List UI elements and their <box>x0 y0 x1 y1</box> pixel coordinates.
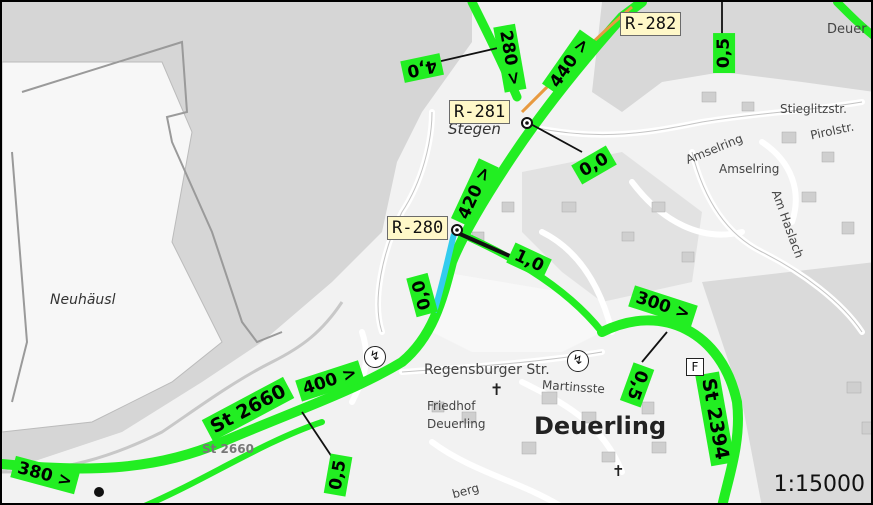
map-scale: 1:15000 <box>773 472 865 497</box>
street-regensburger: Regensburger Str. <box>424 362 550 378</box>
forest-area-south <box>702 262 871 503</box>
road-ne <box>833 2 871 39</box>
power-station-icon: ↯ <box>364 346 386 368</box>
marker-r281[interactable]: R-281 <box>449 100 511 124</box>
fuel-station-icon: F <box>686 358 704 376</box>
street-amselring-2: Amselring <box>719 162 780 176</box>
marker-points <box>94 117 533 497</box>
road-st2660 <box>2 2 647 474</box>
black-segment <box>459 232 513 259</box>
place-neuhaeusl: Neuhäusl <box>50 292 116 308</box>
boundary-line <box>21 40 283 344</box>
field-center <box>432 272 602 352</box>
place-deuer-partial: Deuer <box>827 22 867 37</box>
place-deuerling: Deuerling <box>534 412 667 440</box>
road-st2394 <box>597 315 743 503</box>
street-st2660-faint: St 2660 <box>202 442 254 456</box>
street-stieglitzstr: Stieglitzstr. <box>780 102 847 116</box>
church-cross-icon: ✝ <box>490 380 504 399</box>
buildings <box>431 91 871 463</box>
marker-r280[interactable]: R-280 <box>387 216 449 240</box>
power-station-icon-2: ↯ <box>567 350 589 372</box>
place-stegen: Stegen <box>448 120 501 138</box>
forest-area-center <box>522 152 702 302</box>
river <box>2 301 344 474</box>
chapel-cross-icon: ✝ <box>612 462 625 480</box>
tag-value-0-5-top: 0,5 <box>713 32 736 74</box>
street-friedhof: Friedhof Deuerling <box>427 399 486 431</box>
road-south <box>143 419 325 503</box>
boundary-line-2 <box>11 151 29 403</box>
open-field-west <box>2 61 223 433</box>
marker-r282[interactable]: R-282 <box>620 12 682 36</box>
leader-lines <box>301 2 723 458</box>
